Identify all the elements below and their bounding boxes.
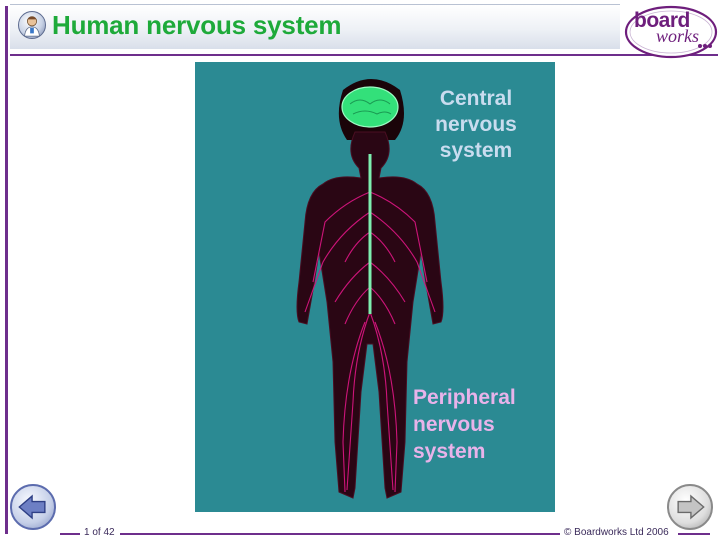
human-figure-graphic [296,79,444,499]
body-silhouette [296,131,444,499]
nervous-system-illustration: Central nervous system Peripheral nervou… [195,62,555,512]
footer-rule-left [60,533,80,535]
logo-word-works: works [656,26,700,46]
page-number: 1 of 42 [84,527,115,538]
scientist-icon [18,11,46,39]
previous-slide-button[interactable] [10,484,56,530]
logo-word-board: board [634,9,690,32]
arrow-left-icon [18,494,46,520]
copyright-notice: © Boardworks Ltd 2006 [564,527,669,538]
brain [341,86,399,128]
page-title: Human nervous system [52,10,342,40]
left-border-rule [5,6,8,534]
next-slide-button[interactable] [667,484,713,530]
footer-rule-right [678,533,710,535]
header-underline [10,54,718,56]
header-bar [10,4,620,49]
footer-rule-middle [120,533,560,535]
peripheral-nervous-system-label: Peripheral nervous system [413,386,516,463]
arrow-right-icon [677,494,705,520]
boardworks-logo [624,4,718,60]
central-nervous-system-label: Central nervous system [435,87,517,162]
